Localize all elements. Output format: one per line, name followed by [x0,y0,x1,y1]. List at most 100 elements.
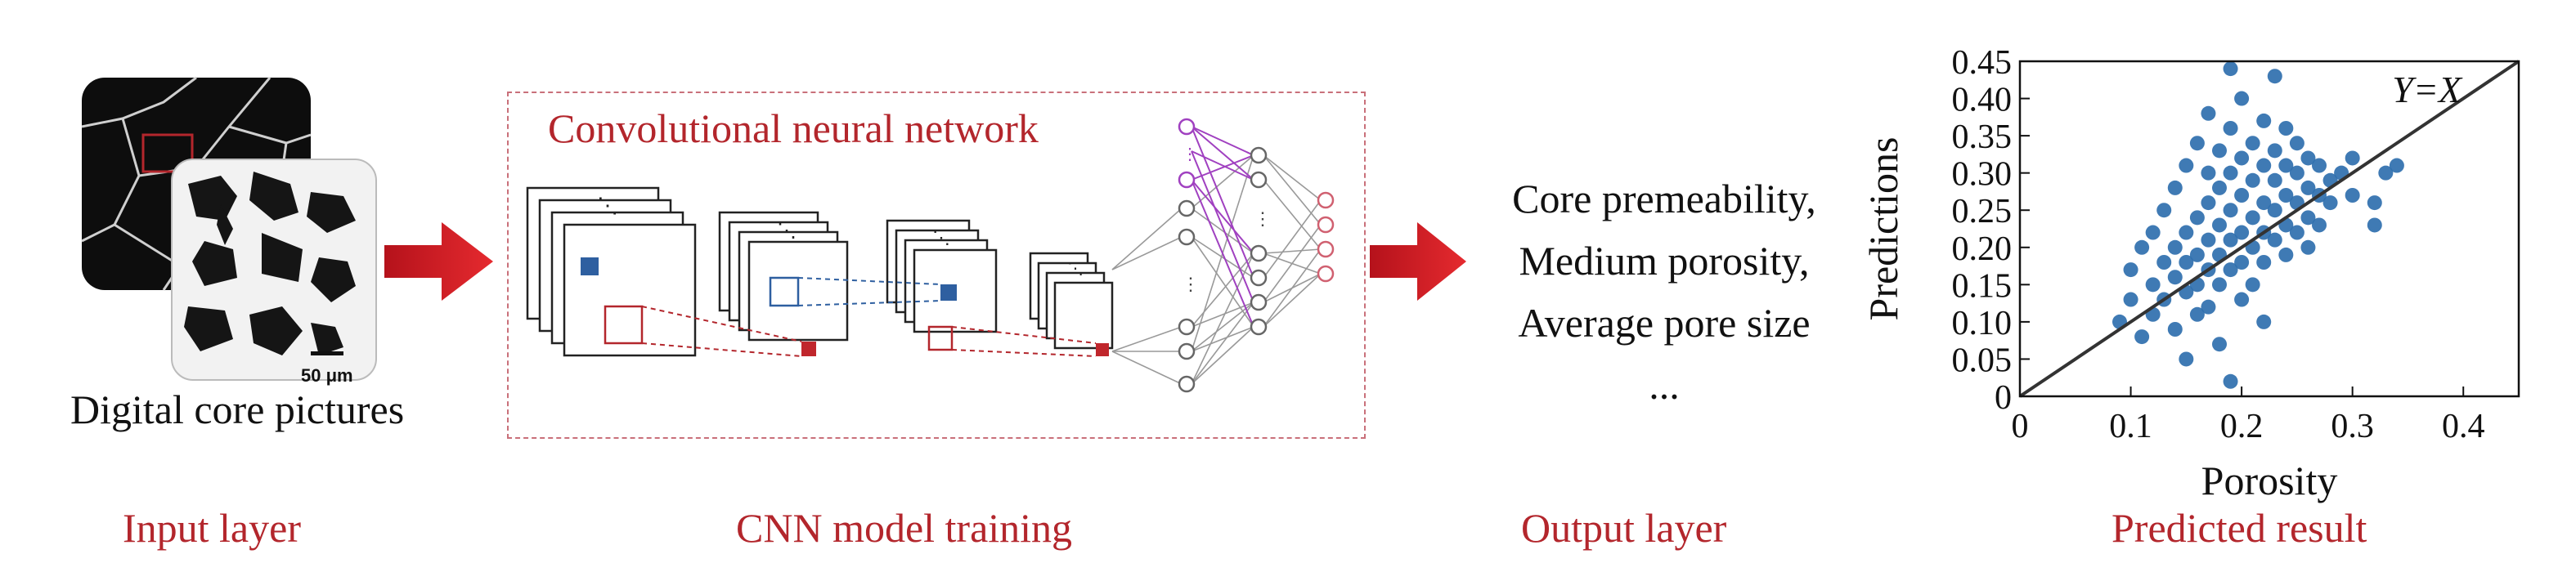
scatter-point [2201,105,2216,121]
scatter-point [2267,69,2282,84]
caption-cnn-training: CNN model training [736,505,1073,551]
x-axis-label: Porosity [2201,458,2338,503]
scatter-point [2234,292,2250,307]
scatter-point [2156,203,2172,218]
scatter-point [2234,91,2250,106]
scatter-point [2300,239,2316,255]
x-tick-label: 0.4 [2442,408,2485,445]
scatter-point [2179,255,2194,270]
svg-text:⋮: ⋮ [1182,274,1200,294]
scatter-point [2212,277,2227,293]
svg-text:⋮: ⋮ [1182,145,1198,163]
scatter-point [2145,277,2161,293]
scatter-point [2123,262,2138,278]
scatter-point [2278,188,2294,203]
scatter-point [2278,158,2294,173]
svg-text:⋮: ⋮ [1254,208,1272,229]
scatter-point [2245,136,2260,151]
scatter-point [2278,247,2294,262]
scatter-point [2289,136,2304,151]
scale-bar-label: 50 μm [301,365,353,386]
scatter-point [2223,121,2238,136]
scatter-point [2189,210,2205,226]
caption-output-layer: Output layer [1521,505,1727,551]
output-line-pore-size: Average pore size [1518,300,1811,346]
fully-connected-network: ⋮ ⋮ ⋮ [1111,118,1335,393]
output-line-porosity: Medium porosity, [1519,238,1810,284]
output-line-permeability: Core premeability, [1512,176,1816,221]
scatter-point [2156,255,2172,270]
x-tick-label: 0.1 [2109,408,2152,445]
scatter-point [2278,121,2294,136]
plot-frame [2018,60,2520,398]
scatter-point [2367,217,2382,233]
scatter-point [2289,225,2304,240]
scatter-point [2123,292,2138,307]
y-tick-label: 0.30 [1952,156,2013,194]
receptive-field-red-1 [604,305,644,345]
scatter-point [2234,188,2250,203]
kernel-marker-blue-1 [581,257,599,275]
reference-line-y-equals-x [2018,60,2520,398]
scatter-point [2234,225,2250,240]
output-properties: Core premeability, Medium porosity, Aver… [1488,168,1840,416]
y-tick-label: 0.05 [1952,342,2013,379]
scatter-point [2212,143,2227,159]
scatter-point [2312,158,2327,173]
scatter-point [2345,188,2360,203]
kernel-marker-blue-3 [940,284,957,301]
y-axis-label: Predictions [1860,137,1906,321]
input-caption: Digital core pictures [70,387,405,432]
scatter-point [2245,172,2260,188]
scatter-point [2167,239,2183,255]
scatter-point [2134,239,2150,255]
scatter-point [2179,158,2194,173]
scatter-point [2134,329,2150,345]
kernel-marker-red-2 [801,342,816,356]
scatter-point [2223,203,2238,218]
scatter-point [2167,180,2183,195]
scatter-point [2212,217,2227,233]
scatter-point [2189,247,2205,262]
receptive-field-blue-2 [769,276,800,307]
scatter-point [2256,195,2272,211]
svg-text:⋱: ⋱ [1067,260,1084,278]
scatter-point [2267,232,2282,248]
svg-text:⋱: ⋱ [777,221,797,242]
scatter-point [2367,195,2382,211]
scatter-point [2300,210,2316,226]
y-tick-label: 0.10 [1952,305,2013,342]
scatter-point [2223,373,2238,389]
reference-line-label: Y=X [2392,69,2463,110]
y-tick-label: 0 [1995,379,2012,417]
scatter-point [2300,150,2316,166]
svg-text:⋱: ⋱ [597,194,618,217]
x-tick-label: 0.3 [2331,408,2374,445]
caption-input-layer: Input layer [123,505,301,551]
scatter-point [2256,255,2272,270]
scatter-point [2267,172,2282,188]
core-pore-image [171,159,377,381]
scatter-point [2345,150,2360,166]
scatter-point [2289,165,2304,181]
y-tick-label: 0.45 [1952,44,2013,82]
y-tick-label: 0.40 [1952,82,2013,119]
scatter-point [2189,136,2205,151]
feature-map-stack-2 [718,211,849,342]
scatter-point [2378,165,2394,181]
scatter-point [2322,195,2338,211]
scatter-point [2245,277,2260,293]
svg-text:⋱: ⋱ [932,227,950,248]
scatter-point [2256,314,2272,329]
scatter-point [2223,232,2238,248]
y-tick-label: 0.15 [1952,267,2013,305]
scatter-point [2223,165,2238,181]
scatter-point [2234,255,2250,270]
scatter-point [2267,203,2282,218]
scatter-point [2179,225,2194,240]
scatter-point [2267,143,2282,159]
scatter-point [2201,195,2216,211]
scatter-point [2223,61,2238,77]
scatter-point [2223,262,2238,278]
